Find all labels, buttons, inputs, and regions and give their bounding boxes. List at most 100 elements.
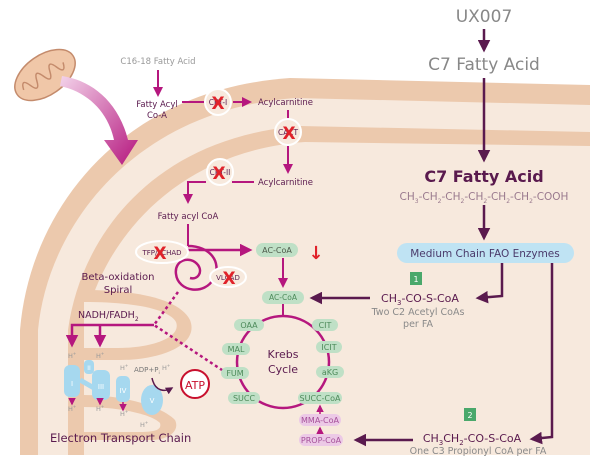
etc-complexes: I II III IV V <box>64 360 163 415</box>
complex-iv-label: IV <box>120 387 127 395</box>
complex-iii <box>92 370 110 400</box>
tfp-lchad-block-icon: X <box>153 244 166 264</box>
ac-coa-decrease-icon: ↓ <box>308 243 323 264</box>
ac-coa-top-label: AC-CoA <box>262 246 292 255</box>
complex-ii-label: II <box>87 365 91 372</box>
complex-i-label: I <box>71 380 73 388</box>
prop-coa-label: PROP-CoA <box>301 436 342 445</box>
vlcad-block-icon: X <box>222 269 235 289</box>
acylcarnitine-outer: Acylcarnitine <box>258 98 313 108</box>
step2-badge <box>464 408 476 421</box>
atp-label: ATP <box>185 379 205 392</box>
succ-coa-label: SUCC-CoA <box>300 394 341 403</box>
etc-title: Electron Transport Chain <box>50 431 191 445</box>
akg-label: aKG <box>322 368 338 377</box>
c7-fatty-acid-outer: C7 Fatty Acid <box>428 55 540 75</box>
medium-chain-fao-enzymes-box <box>397 243 574 263</box>
step1-badge <box>410 272 422 285</box>
complex-iv <box>116 376 130 402</box>
medium-chain-fao-enzymes-label: Medium Chain FAO Enzymes <box>410 248 560 260</box>
anaplerotic-mma-coa: MMA-CoA <box>299 414 341 426</box>
cact-label: CACT <box>278 128 298 137</box>
cpt2-block-icon: X <box>212 164 225 184</box>
fatty-acyl-coa-inner: Fatty acyl CoA <box>158 212 219 222</box>
krebs-intermediate-cit: CIT <box>312 319 338 331</box>
atp-circle <box>180 369 210 399</box>
ac-coa-krebs-label: AC-CoA <box>269 293 298 302</box>
big-entry-arrow <box>60 76 138 165</box>
dotted-spiral-to-etc <box>152 291 223 372</box>
vlcad-enzyme: VLCAD X <box>209 266 247 289</box>
krebs-intermediate-icit: ICIT <box>316 341 342 353</box>
krebs-intermediate-succ-coa: SUCC-CoA <box>298 392 342 404</box>
cpt2-enzyme: CPT-II X <box>206 158 234 186</box>
c16-18-fatty-acid: C16-18 Fatty Acid <box>120 57 195 67</box>
acylcarnitine-inner: Acylcarnitine <box>258 178 313 188</box>
beta-oxidation-label-2: Spiral <box>104 285 133 296</box>
krebs-title-2: Cycle <box>268 363 298 376</box>
svg-text:H+: H+ <box>120 409 128 418</box>
tfp-lchad-enzyme: TFP/LCHAD X <box>135 240 189 264</box>
arrow-adp-to-atp <box>151 377 174 395</box>
complex-i <box>64 365 80 397</box>
krebs-intermediate-oaa: OAA <box>234 319 264 331</box>
beta-oxidation-spiral <box>174 244 218 291</box>
svg-text:H+: H+ <box>140 420 148 429</box>
nadh-fadh2-label: NADH/FADH2 <box>78 310 139 323</box>
arrow-nadh-to-complex-i <box>65 323 154 348</box>
cpt1-block-icon: X <box>211 94 224 114</box>
krebs-cycle-ring <box>235 314 331 410</box>
complex-iii-label: III <box>98 383 104 391</box>
adp-pi-label: ADP+Pi <box>134 366 160 376</box>
svg-text:H+: H+ <box>68 404 76 413</box>
ac-coa-krebs-pill <box>262 291 304 304</box>
vlcad-label: VLCAD <box>216 274 240 282</box>
krebs-intermediate-akg: aKG <box>316 366 344 378</box>
complex-v <box>141 385 163 415</box>
proton-labels: H+ H+ H+ H+ H+ H+ H+ H+ <box>68 351 170 429</box>
step1-badge-label: 1 <box>413 275 418 284</box>
oaa-label: OAA <box>240 321 258 330</box>
acetyl-coa-desc-1: Two C2 Acetyl CoAs <box>371 307 465 318</box>
krebs-intermediate-succ: SUCC <box>228 392 260 404</box>
tfp-lchad-label: TFP/LCHAD <box>141 249 181 257</box>
complex-ii <box>84 360 94 374</box>
cpt2-label: CPT-II <box>210 168 231 177</box>
c7-formula: CH3-CH2-CH2-CH2-CH2-CH2-COOH <box>400 191 569 205</box>
propionyl-coa-formula: CH3CH2-CO-S-CoA <box>423 432 522 447</box>
svg-text:H+: H+ <box>96 404 104 413</box>
krebs-title-1: Krebs <box>268 348 299 361</box>
anaplerotic-prop-coa: PROP-CoA <box>299 434 343 446</box>
acetyl-coa-formula: CH3-CO-S-CoA <box>381 292 459 307</box>
drug-label: UX007 <box>456 7 513 27</box>
acetyl-coa-desc-2: per FA <box>403 319 433 330</box>
svg-text:H+: H+ <box>96 351 104 360</box>
arrow-cpt2-to-fattyacylcoa <box>183 181 206 204</box>
icit-label: ICIT <box>321 343 336 352</box>
complex-v-label: V <box>150 397 155 405</box>
cpt1-label: CPT-I <box>209 98 228 107</box>
svg-text:H+: H+ <box>68 351 76 360</box>
arrow-enzymes-to-propionyl <box>529 263 554 445</box>
beta-oxidation-label-1: Beta-oxidation <box>82 272 155 283</box>
krebs-intermediate-fum: FUM <box>221 367 249 379</box>
cit-label: CIT <box>319 321 332 330</box>
mal-label: MAL <box>228 345 245 354</box>
arrow-enzymes-to-acetyl <box>475 263 504 304</box>
fum-label: FUM <box>226 369 243 378</box>
c7-fatty-acid-title: C7 Fatty Acid <box>424 167 543 186</box>
krebs-intermediate-mal: MAL <box>222 343 250 355</box>
fatty-acyl-coa-outer-1: Fatty Acyl <box>136 100 177 110</box>
ac-coa-top-pill <box>256 243 298 257</box>
svg-text:H+: H+ <box>162 363 170 372</box>
succ-label: SUCC <box>233 394 256 403</box>
mitochondrion-icon <box>14 48 76 102</box>
cact-enzyme: CACT X <box>274 118 302 146</box>
propionyl-coa-desc: One C3 Propionyl CoA per FA <box>410 446 547 457</box>
svg-text:H+: H+ <box>120 363 128 372</box>
mma-coa-label: MMA-CoA <box>301 416 339 425</box>
fatty-acyl-coa-outer-2: Co-A <box>147 111 167 121</box>
step2-badge-label: 2 <box>467 411 472 420</box>
cpt1-enzyme: CPT-I X <box>204 88 232 116</box>
